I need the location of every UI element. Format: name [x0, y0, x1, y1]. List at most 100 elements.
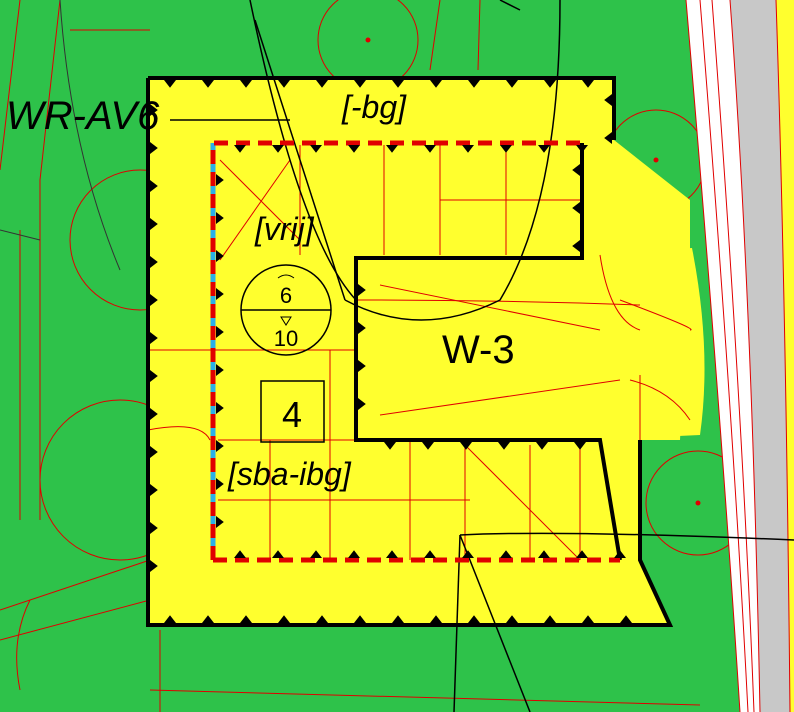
boundary-tick — [498, 442, 510, 450]
boundary-tick — [386, 145, 398, 153]
zone-label-main: W-3 — [442, 328, 515, 372]
boundary-tick — [468, 80, 480, 88]
boundary-tick — [572, 164, 580, 176]
boundary-tick — [384, 442, 396, 450]
floors-label: 4 — [282, 394, 302, 435]
boundary-tick — [150, 370, 158, 382]
boundary-tick — [216, 440, 224, 452]
building-outline — [354, 143, 622, 561]
boundary-tick — [614, 550, 626, 558]
boundary-tick — [500, 550, 512, 558]
zone-label-left: WR-AV6 — [6, 94, 160, 138]
boundary-tick — [582, 615, 594, 623]
boundary-tick — [576, 550, 588, 558]
boundary-tick — [202, 80, 214, 88]
boundary-tick — [462, 550, 474, 558]
boundary-tick — [234, 550, 246, 558]
boundary-tick — [234, 145, 246, 153]
boundary-tick — [216, 288, 224, 300]
boundary-tick — [240, 615, 252, 623]
boundary-tick — [430, 80, 442, 88]
floors-box — [260, 380, 325, 443]
boundary-tick — [164, 80, 176, 88]
boundary-tick — [572, 240, 580, 252]
plot-w3 — [148, 78, 690, 625]
boundary-tick — [358, 398, 366, 410]
boundary-tick — [430, 615, 442, 623]
plot-boundary — [146, 76, 674, 627]
boundary-tick — [216, 326, 224, 338]
boundary-tick — [278, 80, 290, 88]
height-bottom-label: 10 — [274, 326, 298, 351]
boundary-tick — [582, 80, 594, 88]
sba-label: [sba-ibg] — [227, 456, 352, 492]
boundary-tick — [424, 550, 436, 558]
boundary-tick — [272, 550, 284, 558]
boundary-tick — [202, 615, 214, 623]
boundary-tick — [424, 145, 436, 153]
boundary-ticks — [150, 80, 632, 623]
building-line-dashed — [210, 140, 582, 560]
boundary-tick — [348, 550, 360, 558]
boundary-tick — [272, 145, 284, 153]
boundary-tick — [506, 615, 518, 623]
boundary-tick — [544, 615, 556, 623]
boundary-tick — [150, 484, 158, 496]
boundary-tick — [604, 132, 612, 144]
boundary-tick — [150, 560, 158, 572]
boundary-tick — [150, 180, 158, 192]
boundary-tick — [216, 516, 224, 528]
boundary-tick — [468, 615, 480, 623]
boundary-tick — [462, 145, 474, 153]
boundary-tick — [216, 402, 224, 414]
boundary-tick — [392, 80, 404, 88]
boundary-tick — [358, 360, 366, 372]
height-top-label: 6 — [280, 283, 292, 308]
driveway — [580, 248, 705, 440]
parcel-lines-plot — [147, 145, 692, 561]
boundary-tick — [150, 256, 158, 268]
boundary-tick — [216, 212, 224, 224]
thin-dark-lines — [0, 0, 121, 271]
boundary-tick — [538, 145, 550, 153]
boundary-tick — [354, 615, 366, 623]
boundary-tick — [150, 142, 158, 154]
boundary-tick — [500, 145, 512, 153]
boundary-tick — [422, 442, 434, 450]
boundary-tick — [620, 615, 632, 623]
boundary-tick — [150, 104, 158, 116]
road-surface — [686, 0, 760, 712]
bg-label: [-bg] — [341, 89, 407, 125]
boundary-tick — [538, 550, 550, 558]
boundary-tick — [460, 442, 472, 450]
boundary-tick — [216, 250, 224, 262]
boundary-tick — [316, 80, 328, 88]
boundary-tick — [392, 615, 404, 623]
boundary-tick — [576, 145, 588, 153]
boundary-tick — [316, 615, 328, 623]
boundary-tick — [150, 446, 158, 458]
height-symbol: 6 10 — [240, 264, 332, 356]
black-curves — [170, 0, 794, 712]
boundary-tick — [150, 408, 158, 420]
road-asphalt — [730, 0, 794, 712]
boundary-tick — [386, 550, 398, 558]
boundary-tick — [536, 442, 548, 450]
boundary-tick — [216, 174, 224, 186]
boundary-tick — [216, 364, 224, 376]
boundary-tick — [310, 145, 322, 153]
boundary-tick — [240, 80, 252, 88]
boundary-tick — [358, 284, 366, 296]
boundary-tick — [348, 145, 360, 153]
boundary-tick — [150, 218, 158, 230]
boundary-tick — [354, 80, 366, 88]
boundary-tick — [216, 478, 224, 490]
boundary-tick — [572, 202, 580, 214]
road-verge — [776, 0, 794, 712]
boundary-tick — [150, 294, 158, 306]
road-lines — [685, 0, 791, 712]
boundary-tick — [164, 615, 176, 623]
boundary-tick — [310, 550, 322, 558]
boundary-tick — [574, 442, 586, 450]
